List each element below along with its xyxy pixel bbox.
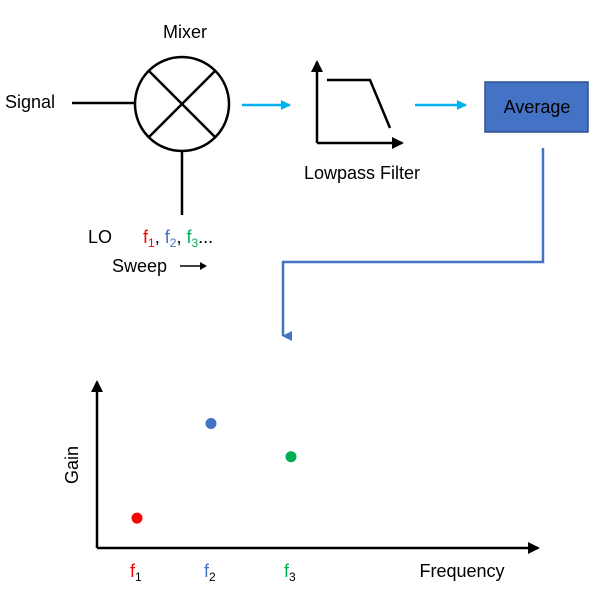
lo-frequency-list: f1, f2, f3... [143, 227, 213, 250]
x-tick-labels: f1 f2 f3 [130, 561, 296, 584]
mixer-label: Mixer [163, 22, 207, 42]
signal-label: Signal [5, 92, 55, 112]
lo-freq-3-base: f [186, 227, 192, 247]
comma-1: , [155, 227, 160, 247]
data-point-f2 [205, 418, 217, 429]
lo-freq-1-sub: 1 [148, 236, 155, 250]
lowpass-filter-icon [311, 60, 404, 149]
lowpass-filter-label: Lowpass Filter [304, 163, 420, 183]
x-axis-label: Frequency [419, 561, 504, 581]
x-tick-label-f1: f1 [130, 561, 142, 584]
y-axis-label: Gain [62, 446, 82, 484]
average-to-plot-connector [281, 148, 545, 341]
lo-freq-3: f3 [186, 227, 198, 250]
x-tick-label-f3: f3 [284, 561, 296, 584]
lo-freq-3-sub: 3 [191, 236, 198, 250]
comma-2: , [176, 227, 181, 247]
lo-freq-2-sub: 2 [170, 236, 177, 250]
data-point-f3 [285, 451, 297, 463]
x-tick-label-f2: f2 [204, 561, 216, 584]
sweep-arrow-icon [180, 262, 207, 270]
ellipsis: ... [198, 227, 213, 247]
lo-freq-1: f1 [143, 227, 155, 250]
lo-freq-2-base: f [165, 227, 171, 247]
mixer-icon [133, 55, 231, 153]
sweep-label: Sweep [112, 256, 167, 276]
data-point-f1 [131, 512, 143, 524]
lo-freq-2: f2 [165, 227, 177, 250]
average-box [484, 81, 589, 133]
average-label: Average [504, 97, 571, 117]
lo-freq-1-base: f [143, 227, 149, 247]
lo-label: LO [88, 227, 112, 247]
gain-frequency-chart: Gain Frequency f1 f2 f3 [62, 380, 540, 584]
data-points [131, 418, 297, 524]
